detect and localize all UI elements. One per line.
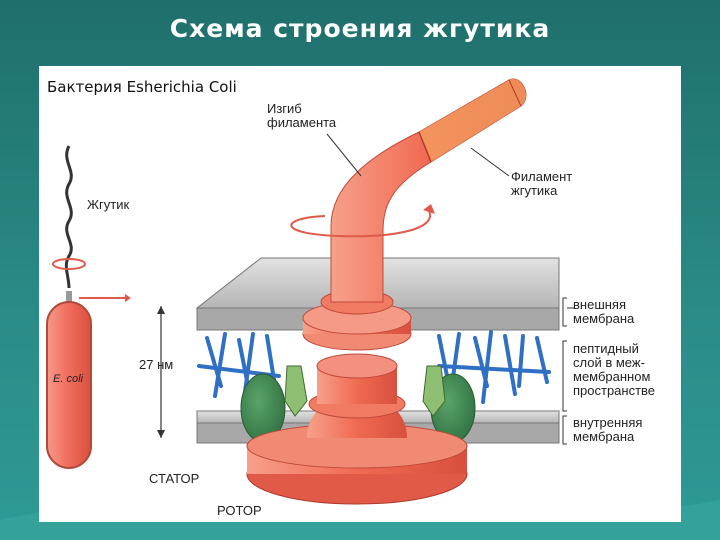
label-bend: Изгиб филамента	[267, 101, 337, 130]
rotation-arrow-small	[52, 258, 86, 270]
flagellum-diagram	[46, 78, 574, 505]
label-filament: Филамент жгутика	[511, 169, 573, 198]
flagellum-wave	[64, 145, 73, 289]
label-peptidoglycan: пептидный слой в меж- мембранном простра…	[573, 341, 656, 398]
cell-body	[46, 301, 92, 469]
ecoli-cell	[46, 145, 131, 469]
basal-body-small	[66, 291, 72, 305]
diagram-panel: Бактерия Esherichia Coli Изгиб филамента…	[39, 66, 681, 522]
slide-title: Схема строения жгутика	[169, 14, 551, 43]
label-stator: СТАТОР	[149, 471, 200, 486]
diagram-subtitle: Бактерия Esherichia Coli	[47, 78, 237, 96]
label-rotor: РОТОР	[217, 503, 262, 518]
label-outer-membrane: внешняя мембрана	[573, 297, 635, 326]
label-size: 27 нм	[139, 357, 174, 372]
filament	[330, 78, 527, 303]
label-inner-membrane: внутренняя мембрана	[573, 415, 643, 444]
label-flagellum: Жгутик	[87, 197, 130, 212]
label-ecoli: E. coli	[53, 373, 83, 385]
size-marker	[157, 306, 165, 438]
rotation-arrow	[290, 204, 435, 238]
leader-lines	[326, 133, 574, 445]
peptidoglycan-layer	[197, 330, 551, 408]
stator-proteins	[240, 365, 476, 443]
rotor-basal-body	[246, 289, 468, 505]
